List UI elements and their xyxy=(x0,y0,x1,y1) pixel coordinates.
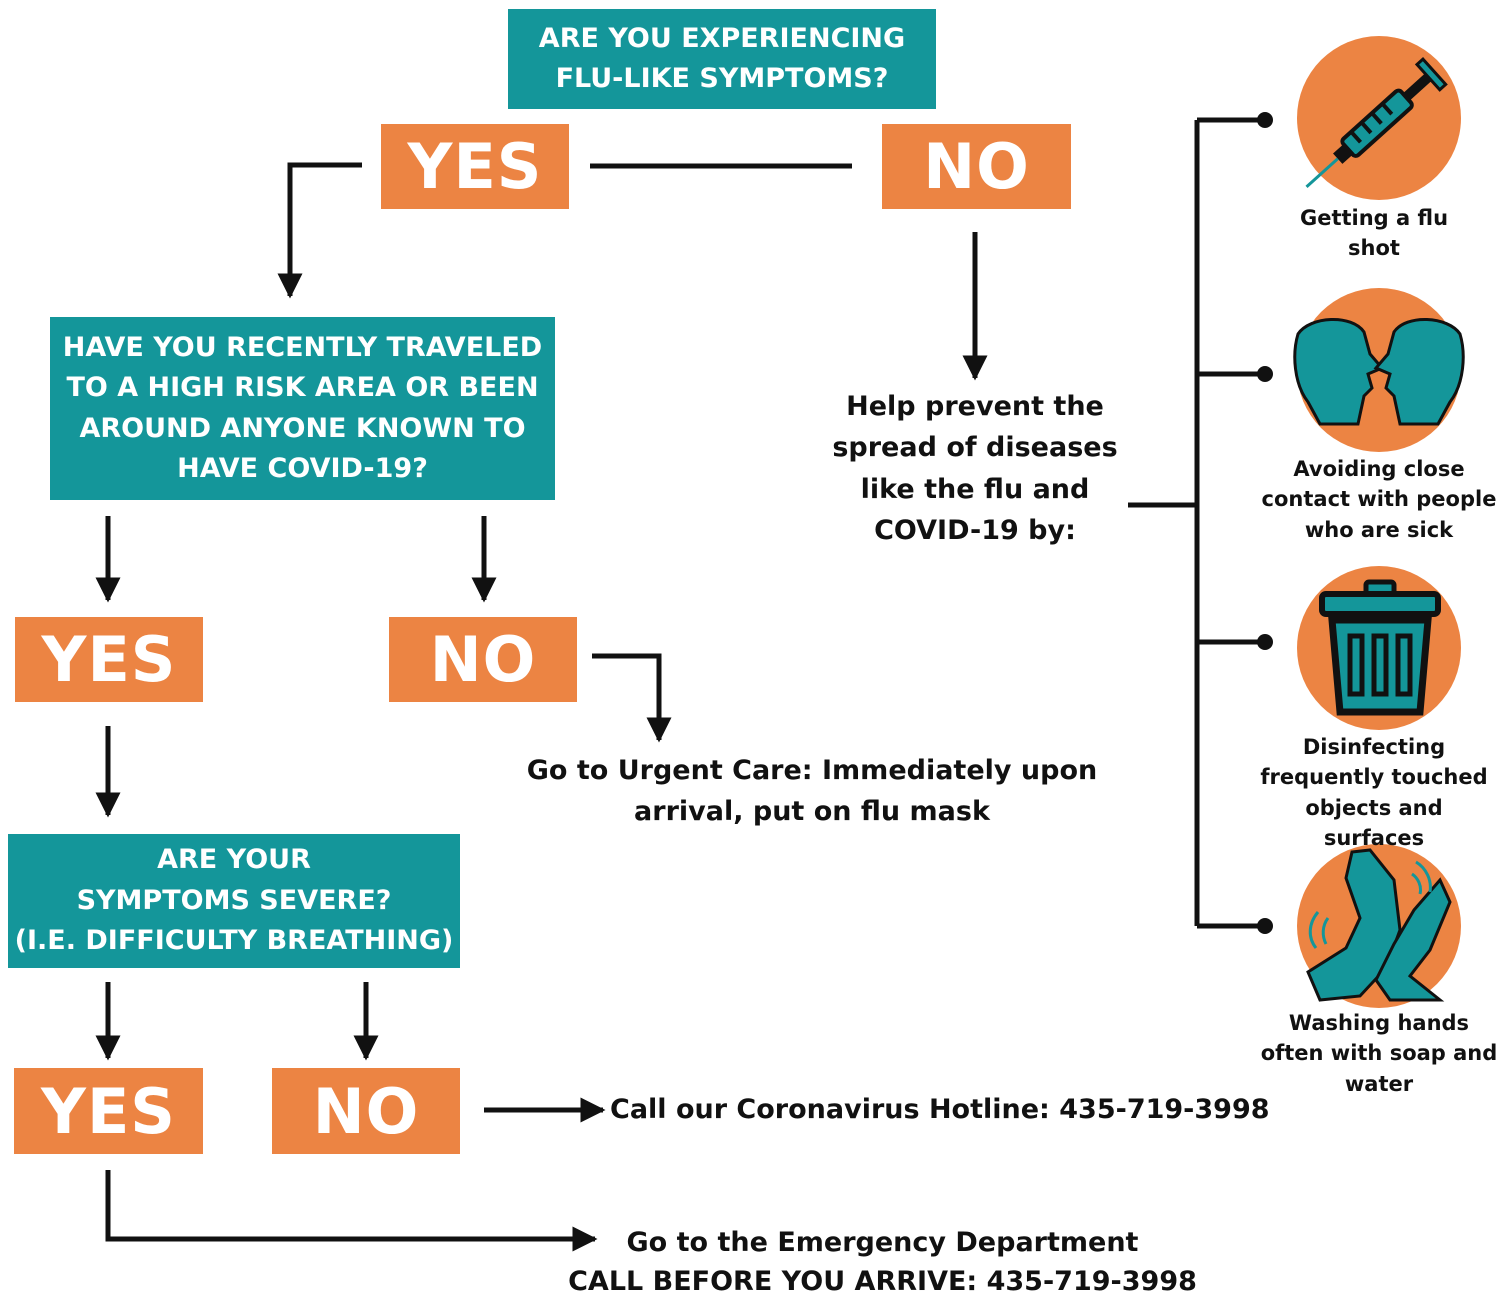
urgent-care-text: Go to Urgent Care: Immediately upon arri… xyxy=(526,755,1098,827)
emergency-text: Go to the Emergency Department CALL BEFO… xyxy=(568,1227,1197,1298)
answer-no-travel: NO xyxy=(389,617,577,702)
faces-icon xyxy=(1293,288,1465,452)
hotline-text: Call our Coronavirus Hotline: 435-719-39… xyxy=(610,1094,1270,1125)
caption-disinfect: Disinfecting frequently touched objects … xyxy=(1260,735,1488,851)
syringe-icon xyxy=(1297,36,1461,200)
prevention-intro-text: Help prevent the spread of diseases like… xyxy=(832,391,1118,546)
question-flu-symptoms: ARE YOU EXPERIENCING FLU-LIKE SYMPTOMS? xyxy=(508,9,936,109)
answer-yes-travel: YES xyxy=(15,617,203,702)
caption-wash-hands: Washing hands often with soap and water xyxy=(1260,1011,1498,1096)
answer-no-severe: NO xyxy=(272,1068,460,1154)
caption-flu-shot: Getting a flu shot xyxy=(1299,206,1449,261)
answer-yes-flu: YES xyxy=(381,124,569,209)
answer-no-flu: NO xyxy=(882,124,1071,209)
washing-hands-icon xyxy=(1297,844,1461,1008)
caption-avoid-contact: Avoiding close contact with people who a… xyxy=(1261,457,1497,542)
answer-yes-severe: YES xyxy=(14,1068,203,1154)
question-travel-exposure: HAVE YOU RECENTLY TRAVELED TO A HIGH RIS… xyxy=(50,317,555,500)
question-symptoms-severe: ARE YOUR SYMPTOMS SEVERE? (I.E. DIFFICUL… xyxy=(8,834,460,968)
trash-can-icon xyxy=(1297,566,1461,730)
